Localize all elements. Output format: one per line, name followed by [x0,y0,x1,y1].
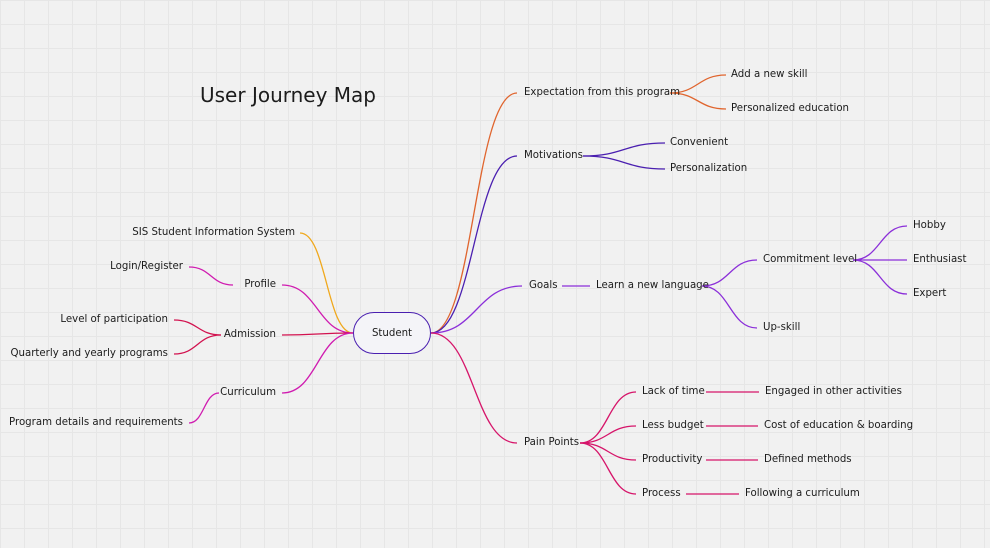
edge-expectation-add-skill [669,74,727,94]
node-goals[interactable]: Goals [529,279,558,291]
edge-root-pain-points [430,332,518,444]
node-lack-of-time[interactable]: Lack of time [642,385,705,397]
edge-pain-child-1 [579,425,637,444]
edge-commitment-expert [852,259,908,295]
node-pain-points[interactable]: Pain Points [524,436,580,448]
edge-commitment-hobby [852,225,908,261]
node-engaged-other-activities[interactable]: Engaged in other activities [765,385,902,397]
node-login-register[interactable]: Login/Register [110,260,183,272]
node-productivity[interactable]: Productivity [642,453,703,465]
node-expectation[interactable]: Expectation from this program [524,86,681,98]
edge-pain-child-2 [579,442,637,461]
edge-admission-quarterly [173,334,222,355]
node-expert[interactable]: Expert [913,287,947,299]
edge-expectation-personalized [669,92,727,110]
edge-motivations-convenient [582,142,666,157]
root-node-label: Student [371,327,413,339]
edge-profile-login [188,266,234,286]
node-convenient[interactable]: Convenient [670,136,729,148]
node-cost-of-education[interactable]: Cost of education & boarding [764,419,914,431]
edge-root-profile [281,284,354,334]
edge-root-sis [299,232,354,334]
root-node-student[interactable]: Student [353,312,431,354]
node-less-budget[interactable]: Less budget [642,419,704,431]
node-sis[interactable]: SIS Student Information System [132,226,295,238]
node-motivations[interactable]: Motivations [524,149,583,161]
node-program-details[interactable]: Program details and requirements [9,416,183,428]
node-learn-new-language[interactable]: Learn a new language [596,279,709,291]
node-commitment-level[interactable]: Commitment level [763,253,858,265]
node-hobby[interactable]: Hobby [913,219,946,231]
node-up-skill[interactable]: Up-skill [763,321,801,333]
edge-root-curriculum [281,332,354,394]
edge-root-motivations [430,155,518,334]
edge-learn-commitment [701,259,758,287]
edge-motivations-personalization [582,155,666,170]
node-personalized-education[interactable]: Personalized education [731,102,850,114]
node-defined-methods[interactable]: Defined methods [764,453,852,465]
node-curriculum[interactable]: Curriculum [220,386,276,398]
node-add-new-skill[interactable]: Add a new skill [731,68,808,80]
node-admission[interactable]: Admission [223,328,276,340]
page-title: User Journey Map [200,83,377,107]
edge-admission-level [173,319,222,336]
edge-root-admission [281,332,354,336]
edge-root-goals [430,285,523,334]
edge-pain-child-3 [579,442,637,495]
node-personalization[interactable]: Personalization [670,162,748,174]
node-following-curriculum[interactable]: Following a curriculum [745,487,860,499]
edge-learn-upskill [701,285,758,329]
node-process[interactable]: Process [642,487,681,499]
edge-curriculum-details [188,392,220,424]
node-profile[interactable]: Profile [244,278,276,290]
node-enthusiast[interactable]: Enthusiast [913,253,967,265]
edge-root-expectation [430,92,518,334]
node-level-of-participation[interactable]: Level of participation [60,313,168,325]
edge-pain-child-0 [579,391,637,444]
node-quarterly-yearly-programs[interactable]: Quarterly and yearly programs [10,347,168,359]
